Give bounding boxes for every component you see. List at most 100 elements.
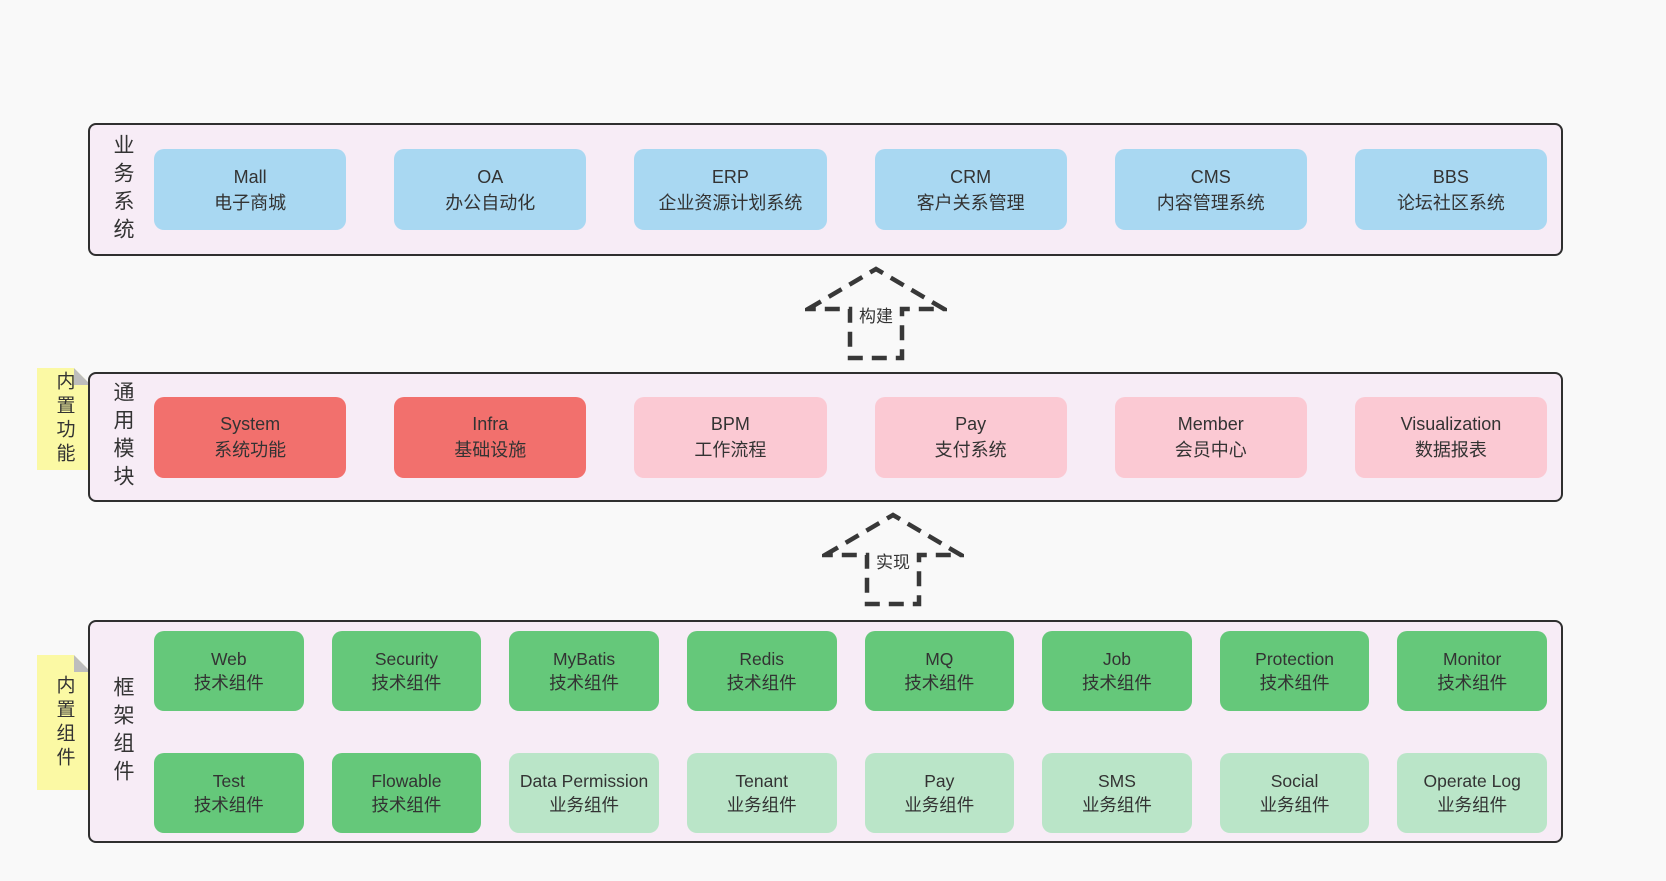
box-title: MQ (925, 648, 954, 669)
box-subtitle: 技术组件 (726, 672, 797, 693)
arrow-build-label: 构建 (856, 306, 896, 328)
box-bpm: BPM 工作流程 (634, 396, 827, 478)
box-subtitle: 支付系统 (934, 440, 1007, 460)
box-test: Test 技术组件 (154, 752, 304, 833)
box-title: Monitor (1443, 648, 1502, 669)
box-subtitle: 数据报表 (1414, 440, 1487, 460)
box-subtitle: 工作流程 (694, 440, 767, 460)
box-title: Social (1270, 770, 1319, 791)
arrow-implement: 实现 (822, 511, 964, 607)
sticky-note-built-in-components: 内置组件 (37, 655, 91, 790)
box-web: Web 技术组件 (154, 630, 304, 711)
box-mq: MQ 技术组件 (864, 630, 1015, 711)
box-sms: SMS 业务组件 (1042, 752, 1192, 833)
box-data-permission: Data Permission 业务组件 (509, 752, 659, 833)
box-subtitle: 内容管理系统 (1156, 192, 1265, 213)
box-subtitle: 技术组件 (1437, 672, 1508, 693)
framework-row-2: Test 技术组件 Flowable 技术组件 Data Permission … (154, 744, 1547, 841)
box-title: System (220, 414, 281, 434)
box-title: BBS (1432, 166, 1469, 187)
sticky-note-built-in-features: 内置功能 (37, 368, 91, 470)
box-subtitle: 业务组件 (1437, 794, 1508, 815)
box-title: BPM (710, 414, 750, 434)
panel-label-framework-components: 框架组件 (111, 675, 134, 788)
box-mybatis: MyBatis 技术组件 (509, 630, 659, 711)
box-subtitle: 技术组件 (549, 672, 620, 693)
box-subtitle: 办公自动化 (445, 192, 536, 213)
box-mall: Mall 电子商城 (154, 149, 347, 230)
box-social: Social 业务组件 (1219, 752, 1370, 833)
box-title: Redis (739, 648, 785, 669)
box-title: Mall (233, 166, 267, 187)
box-subtitle: 系统功能 (214, 440, 287, 460)
box-erp: ERP 企业资源计划系统 (634, 149, 827, 230)
box-title: Flowable (371, 770, 442, 791)
business-systems-row: Mall 电子商城 OA 办公自动化 ERP 企业资源计划系统 CRM 客户关系… (154, 125, 1561, 254)
box-title: Test (212, 770, 245, 791)
box-oa: OA 办公自动化 (394, 149, 587, 230)
box-title: Job (1102, 648, 1132, 669)
common-modules-row: System 系统功能 Infra 基础设施 BPM 工作流程 Pay 支付系统… (154, 374, 1561, 500)
box-title: Operate Log (1423, 770, 1521, 791)
box-title: Member (1177, 414, 1244, 434)
box-system: System 系统功能 (154, 396, 347, 478)
box-title: ERP (711, 166, 749, 187)
sticky-note-text: 内置功能 (53, 371, 75, 467)
box-title: CMS (1190, 166, 1231, 187)
box-title: Web (210, 648, 247, 669)
box-subtitle: 电子商城 (214, 192, 287, 213)
up-arrow-icon (822, 512, 964, 607)
box-subtitle: 技术组件 (193, 794, 264, 815)
box-flowable: Flowable 技术组件 (331, 752, 482, 833)
sticky-note-text: 内置组件 (53, 674, 75, 771)
box-subtitle: 技术组件 (371, 794, 442, 815)
box-security: Security 技术组件 (331, 630, 482, 711)
box-redis: Redis 技术组件 (686, 630, 837, 711)
box-subtitle: 业务组件 (549, 794, 620, 815)
box-title: Infra (472, 414, 509, 434)
box-operate-log: Operate Log 业务组件 (1397, 752, 1547, 833)
up-arrow-icon (805, 266, 947, 361)
box-title: Pay (924, 770, 955, 791)
box-subtitle: 技术组件 (193, 672, 264, 693)
box-pay-component: Pay 业务组件 (864, 752, 1015, 833)
box-job: Job 技术组件 (1042, 630, 1192, 711)
arrow-build: 构建 (805, 265, 947, 361)
framework-row-1: Web 技术组件 Security 技术组件 MyBatis 技术组件 Redi… (154, 622, 1547, 719)
box-bbs: BBS 论坛社区系统 (1354, 149, 1548, 230)
panel-label-business-systems: 业务系统 (111, 133, 134, 246)
box-title: CRM (950, 166, 992, 187)
panel-label-common-modules: 通用模块 (111, 381, 134, 493)
box-subtitle: 技术组件 (371, 672, 442, 693)
box-title: OA (477, 166, 504, 187)
box-title: Data Permission (519, 770, 649, 791)
box-title: Tenant (735, 770, 788, 791)
box-tenant: Tenant 业务组件 (686, 752, 837, 833)
box-title: Visualization (1400, 414, 1502, 434)
box-subtitle: 技术组件 (1259, 672, 1330, 693)
box-subtitle: 业务组件 (904, 794, 975, 815)
box-visualization: Visualization 数据报表 (1354, 396, 1548, 478)
box-subtitle: 技术组件 (1081, 672, 1152, 693)
box-crm: CRM 客户关系管理 (874, 149, 1067, 230)
box-title: SMS (1097, 770, 1136, 791)
box-infra: Infra 基础设施 (394, 396, 587, 478)
box-subtitle: 论坛社区系统 (1396, 192, 1505, 213)
box-subtitle: 会员中心 (1174, 440, 1247, 460)
box-subtitle: 企业资源计划系统 (658, 192, 803, 213)
box-title: MyBatis (552, 648, 616, 669)
arrow-implement-label: 实现 (873, 552, 913, 574)
box-title: Security (374, 648, 439, 669)
box-pay-module: Pay 支付系统 (874, 396, 1067, 478)
box-subtitle: 技术组件 (904, 672, 975, 693)
panel-framework-components: 框架组件 Web 技术组件 Security 技术组件 MyBatis 技术组件… (88, 620, 1563, 843)
panel-business-systems: 业务系统 Mall 电子商城 OA 办公自动化 ERP 企业资源计划系统 CRM… (88, 123, 1563, 256)
box-subtitle: 业务组件 (1259, 794, 1330, 815)
panel-common-modules: 通用模块 System 系统功能 Infra 基础设施 BPM 工作流程 Pay… (88, 372, 1563, 502)
box-title: Pay (955, 414, 987, 434)
box-cms: CMS 内容管理系统 (1114, 149, 1307, 230)
framework-components-grid: Web 技术组件 Security 技术组件 MyBatis 技术组件 Redi… (154, 622, 1561, 841)
box-subtitle: 业务组件 (726, 794, 797, 815)
box-subtitle: 客户关系管理 (916, 192, 1025, 213)
